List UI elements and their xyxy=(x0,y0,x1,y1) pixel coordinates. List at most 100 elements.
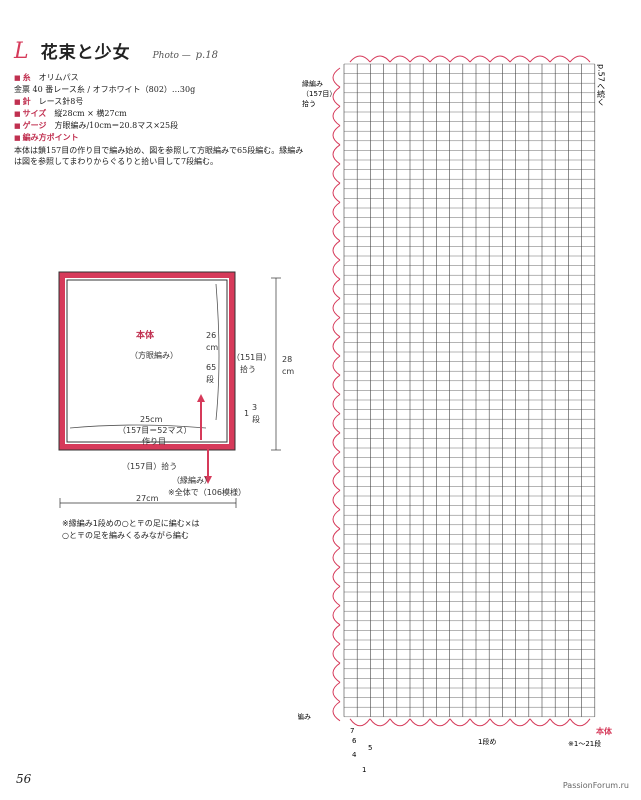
border-rows: 3 xyxy=(252,403,257,412)
scallop-left xyxy=(332,355,341,376)
total-height: 28 xyxy=(282,355,292,364)
chart-top-left-note: 拾う xyxy=(302,99,316,108)
pickup-right: （151目） xyxy=(232,353,271,362)
chart-first-row-label: 1段め xyxy=(478,737,496,746)
scallop-left xyxy=(332,240,341,261)
footnote: ※縁編み1段めの○と〒の足に編む×は ○と〒の足を編みくるみながら編む xyxy=(62,518,282,542)
scallop-bottom xyxy=(409,718,431,727)
spec-points: 編み方ポイント xyxy=(14,132,304,144)
spec-hook: 針 レース針8号 xyxy=(14,96,304,108)
spec-label: 針 xyxy=(14,97,31,106)
pattern-letter: L xyxy=(14,39,29,64)
scallop-left xyxy=(332,221,341,242)
pattern-title: 花束と少女 xyxy=(40,43,131,63)
scallop-bottom xyxy=(469,718,491,727)
scallop-left xyxy=(332,528,341,549)
height-unit: cm xyxy=(206,343,218,352)
scallop-left xyxy=(332,182,341,203)
scallop-left xyxy=(332,297,341,319)
scallop-left xyxy=(332,201,341,223)
spec-value: オリムパス xyxy=(38,73,79,82)
border-total: ※全体で（106模様） xyxy=(168,487,246,497)
scallop-top xyxy=(529,55,551,63)
border-rows-unit: 段 xyxy=(252,414,260,424)
scallop-top xyxy=(409,55,431,63)
chart-top-left-note: 縁編み xyxy=(302,79,323,88)
chart-body-label: 本体 xyxy=(595,726,613,736)
scallop-top xyxy=(349,55,371,63)
schematic-diagram: 本体 （方眼編み） 26 cm 65 段 （151目） 拾う 28 cm 25c… xyxy=(58,271,294,508)
footnote-line: ※縁編み1段めの○と〒の足に編む×は xyxy=(62,519,200,528)
photo-reference: Photo — p.18 xyxy=(152,50,218,61)
spec-label: サイズ xyxy=(14,109,46,118)
chart-row-number: 5 xyxy=(368,744,372,752)
scallop-top xyxy=(469,55,491,63)
scallop-top xyxy=(449,55,471,63)
scallop-left xyxy=(332,432,341,453)
footnote-line: ○と〒の足を編みくるみながら編む xyxy=(62,531,189,540)
scallop-left xyxy=(332,125,341,146)
scallop-left xyxy=(332,317,341,338)
spec-value: レース針8号 xyxy=(38,96,84,106)
spec-size: サイズ 縦28cm × 横27cm xyxy=(14,108,304,120)
crochet-chart: p.57へ続く 縁編み （157目） 拾う 縁編み 7 6 5 4 1 1段め … xyxy=(298,55,613,774)
spec-yarn-detail: 金票 40 番レース糸 / オフホワイト（802）…30g xyxy=(14,84,304,95)
scallop-left xyxy=(332,278,341,299)
chart-top-left-note: （157目） xyxy=(302,90,336,98)
foundation-curve xyxy=(69,424,207,429)
pickup-right-word: 拾う xyxy=(240,364,256,374)
watermark: PassionForum.ru xyxy=(562,781,629,790)
scallop-top xyxy=(549,55,571,63)
chart-row-number: 7 xyxy=(350,727,354,735)
scallop-left xyxy=(332,163,341,184)
instructions-text: 本体は鎖157目の作り目で編み始め、図を参照して方眼編みで65段編む。縁編みは図… xyxy=(14,145,304,167)
arrow-head-up xyxy=(197,394,205,402)
spec-value: 金票 40 番レース糸 / オフホワイト（802）…30g xyxy=(14,85,196,95)
scallop-top xyxy=(389,55,411,63)
scallop-left xyxy=(332,144,341,165)
height-rows: 65 xyxy=(206,363,216,372)
width-stitches: （157目＝52マス） xyxy=(118,426,191,435)
total-height-unit: cm xyxy=(282,367,294,376)
outer-outline xyxy=(58,271,236,451)
scallop-left xyxy=(332,336,341,357)
scallop-left xyxy=(332,681,341,703)
arrow-head-down xyxy=(204,476,212,484)
chart-row-number: 4 xyxy=(352,751,357,759)
spec-label: 糸 xyxy=(14,73,31,82)
spec-value: 方眼編み/10cm＝20.8マス×25段 xyxy=(54,121,179,131)
scallop-top xyxy=(489,55,511,63)
scallop-bottom xyxy=(529,718,551,727)
scallop-left xyxy=(332,489,341,511)
scallop-bottom xyxy=(389,718,411,727)
scallop-left xyxy=(332,86,341,107)
scallop-left xyxy=(332,259,341,280)
spec-label: ゲージ xyxy=(14,121,46,130)
scallop-left xyxy=(332,585,341,607)
scallop-left xyxy=(332,393,341,415)
chart-body-rows-note: ※1〜21段 xyxy=(568,739,601,748)
scallop-left xyxy=(332,413,341,434)
total-width: 27cm xyxy=(136,494,159,503)
border-band xyxy=(59,272,235,450)
spec-label: 編み方ポイント xyxy=(14,133,79,142)
body-label: 本体 xyxy=(136,329,155,341)
border-cm: 1 xyxy=(244,409,249,418)
page-number: 56 xyxy=(16,772,32,786)
scallop-left xyxy=(332,547,341,568)
pickup-bottom: （157目）拾う xyxy=(122,461,177,471)
scallop-bottom xyxy=(569,718,591,727)
chart-row-number: 1 xyxy=(362,766,366,774)
scallop-left xyxy=(332,566,341,587)
scallop-left xyxy=(332,374,341,395)
spec-gauge: ゲージ 方眼編み/10cm＝20.8マス×25段 xyxy=(14,120,304,132)
scallop-bottom xyxy=(449,718,471,727)
scallop-left xyxy=(332,67,341,88)
scallop-bottom xyxy=(549,718,571,727)
foundation-label: 作り目 xyxy=(142,436,166,446)
scallop-top xyxy=(369,55,391,63)
scallop-top xyxy=(429,55,451,63)
spec-block: 糸 オリムパス 金票 40 番レース糸 / オフホワイト（802）…30g 針 … xyxy=(14,72,304,167)
width-cm: 25cm xyxy=(140,415,163,424)
chart-bottom-left-label: 縁編み xyxy=(298,712,311,721)
